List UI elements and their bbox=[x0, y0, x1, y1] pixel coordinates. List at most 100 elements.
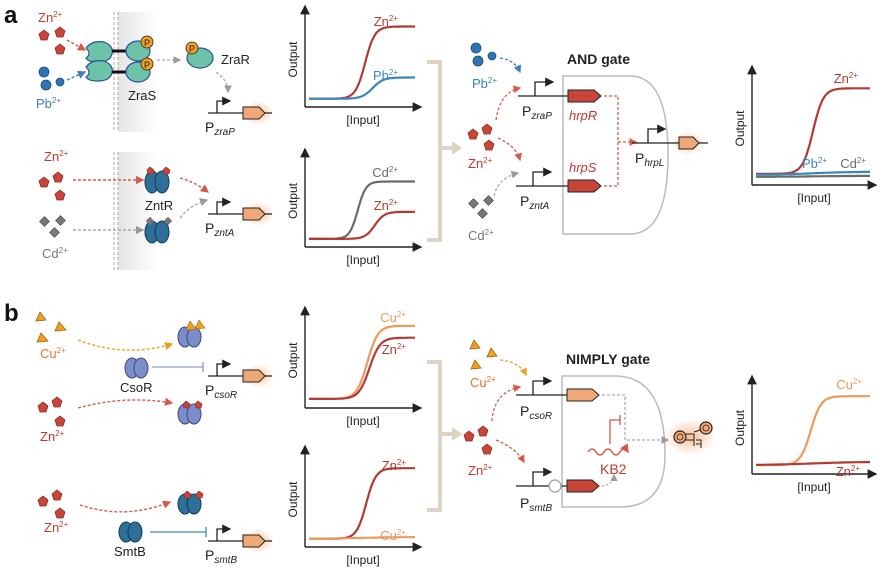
x-axis-label: [Input] bbox=[797, 191, 830, 205]
arrow-pb-to-zras bbox=[66, 71, 87, 81]
protein-label-csor: CsoR bbox=[120, 380, 153, 395]
gate-title-and: AND gate bbox=[567, 51, 630, 67]
and-cd-ions bbox=[468, 195, 494, 219]
and-pb-ions bbox=[470, 42, 497, 67]
zn-ions-b2 bbox=[37, 489, 66, 519]
nimply-cu-ions bbox=[469, 339, 498, 370]
smtb-repressor bbox=[118, 521, 143, 543]
csor-zn-bound bbox=[177, 400, 203, 425]
arrow-zrar-to-promoter bbox=[215, 71, 232, 94]
nimply-promoter-label-smtb: PsmtB bbox=[520, 495, 552, 514]
smtb-zn-bound bbox=[177, 490, 204, 515]
nimply-output-path bbox=[602, 394, 670, 444]
series-line-zn bbox=[309, 25, 415, 100]
and-zn-ions bbox=[467, 123, 495, 151]
zn-ions-b bbox=[37, 396, 66, 427]
promoter-label-znta: PzntA bbox=[205, 220, 235, 239]
svg-text:P: P bbox=[144, 38, 150, 48]
series-label-zn: Zn2+ bbox=[836, 464, 861, 479]
and-arrow-pb bbox=[499, 57, 522, 74]
kb2-label: KB2 bbox=[600, 461, 627, 477]
ion-label-cd: Cd2+ bbox=[42, 246, 68, 261]
and-ion-label-pb: Pb2+ bbox=[472, 76, 497, 91]
bracket-a bbox=[427, 60, 455, 242]
nimply-gate-shape bbox=[561, 375, 666, 508]
ion-label-pb: Pb2+ bbox=[36, 96, 61, 111]
x-axis-label: [Input] bbox=[346, 113, 379, 127]
panel-label-b: b bbox=[4, 300, 19, 327]
x-axis-label: [Input] bbox=[346, 553, 379, 567]
y-axis-label: Output bbox=[286, 182, 300, 219]
zrar-regulator: P bbox=[185, 41, 214, 69]
nimply-promoter-smtb bbox=[516, 467, 600, 493]
kb2-production-arrow bbox=[601, 473, 618, 487]
promoter-label-csor: PcsoR bbox=[205, 382, 237, 401]
repression-smtb bbox=[150, 527, 207, 537]
series-line-zn bbox=[756, 460, 871, 466]
panel-label-a: a bbox=[4, 2, 18, 29]
and-arrow-zn-top bbox=[495, 85, 522, 121]
promoter-label-smtb: PsmtB bbox=[205, 547, 237, 566]
cd-ions bbox=[39, 215, 66, 238]
gene-label-hrpr: hrpR bbox=[569, 108, 597, 123]
nimply-promoter-label-csor: PcsoR bbox=[520, 403, 552, 422]
y-axis-label: Output bbox=[733, 409, 747, 446]
promoter-znta-construct bbox=[208, 197, 274, 226]
series-label-cu: Cu2+ bbox=[380, 310, 406, 325]
zn-ions-2 bbox=[38, 171, 66, 201]
arrow-cu-to-csor bbox=[77, 339, 174, 351]
series-label-cd: Cd2+ bbox=[372, 165, 398, 180]
arrow-zntr-to-promoter bbox=[179, 177, 210, 193]
protein-label-zras: ZraS bbox=[128, 88, 157, 103]
zntr-cd-bound bbox=[144, 216, 173, 244]
series-line-cd bbox=[756, 174, 870, 178]
arrow-zntr-cd-to-promoter bbox=[179, 197, 209, 219]
cu-ions bbox=[35, 311, 67, 343]
and-promoter-label-zrap: PzraP bbox=[522, 103, 552, 122]
series-label-zn: Zn2+ bbox=[834, 71, 859, 86]
y-axis-label: Output bbox=[286, 481, 300, 518]
chart-a-zraS: [Input] Output Zn2+ Pb2+ bbox=[286, 4, 423, 127]
and-ion-label-zn: Zn2+ bbox=[468, 156, 493, 171]
ion-label-zn-2: Zn2+ bbox=[44, 149, 69, 164]
and-ion-label-cd: Cd2+ bbox=[468, 228, 494, 243]
series-label-zn: Zn2+ bbox=[374, 14, 399, 29]
y-axis-label: Output bbox=[733, 110, 747, 147]
promoter-csor-construct bbox=[208, 359, 274, 388]
ion-label-zn-b: Zn2+ bbox=[40, 429, 65, 444]
repression-csor bbox=[152, 362, 204, 372]
and-arrow-cd bbox=[493, 170, 520, 197]
ion-label-zn-b2: Zn2+ bbox=[44, 520, 69, 535]
x-axis-label: [Input] bbox=[346, 414, 379, 428]
and-promoter-label-hrpl: PhrpL bbox=[635, 150, 664, 169]
kb2-rna-icon bbox=[587, 443, 629, 456]
kb2-inhibition bbox=[609, 415, 621, 444]
zntr-zn-bound bbox=[144, 166, 171, 194]
protein-label-zntr: ZntR bbox=[145, 198, 173, 213]
series-label-cd: Cd2+ bbox=[840, 156, 866, 171]
charts: [Input]OutputZn2+Pb2+[Input]OutputCd2+Zn… bbox=[286, 4, 878, 567]
series-line-zn bbox=[309, 210, 415, 240]
protein-label-smtb: SmtB bbox=[114, 544, 146, 559]
series-label-zn: Zn2+ bbox=[374, 198, 399, 213]
gate-title-nimply: NIMPLY gate bbox=[566, 351, 650, 367]
and-hrprs-to-hrpl bbox=[604, 95, 636, 187]
series-line-zn bbox=[309, 336, 415, 400]
nimply-arrow-zn-top bbox=[491, 384, 522, 422]
protein-label-zrar: ZraR bbox=[221, 52, 250, 67]
arrow-zn-to-csor bbox=[77, 397, 174, 409]
arrow-zn-to-smtb bbox=[79, 500, 172, 513]
nimply-arrow-zn-bottom bbox=[495, 439, 525, 464]
series-label-pb: Pb2+ bbox=[373, 68, 398, 83]
nimply-promoter-csor bbox=[516, 376, 600, 402]
and-promoter-zrap bbox=[518, 77, 602, 103]
svg-text:P: P bbox=[144, 60, 150, 70]
zras-kinase bbox=[85, 40, 151, 83]
and-gate-shape bbox=[562, 75, 669, 235]
y-axis-label: Output bbox=[286, 41, 300, 78]
